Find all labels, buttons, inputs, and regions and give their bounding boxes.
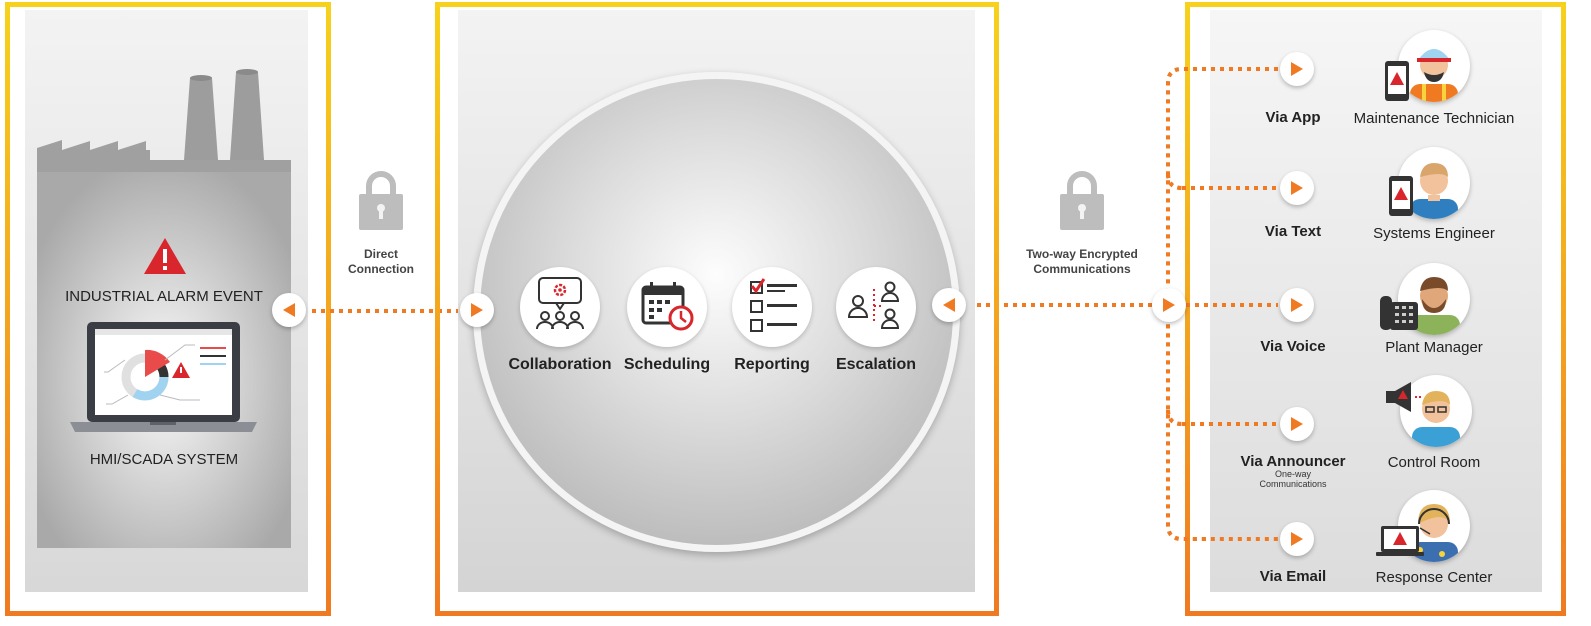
- maintenance-technician-avatar: [1398, 30, 1470, 102]
- checklist-icon: [750, 278, 797, 332]
- platform-right-node: [932, 288, 966, 322]
- scada-system-label: HMI/SCADA SYSTEM: [89, 451, 239, 468]
- feature-label-scheduling: Scheduling: [623, 356, 711, 373]
- channel-label-text: Via Text: [1264, 223, 1322, 240]
- arrow-right-icon: [1291, 532, 1303, 546]
- encrypted-lock-icon: [1060, 171, 1104, 230]
- role-label-control-room: Control Room: [1387, 454, 1481, 471]
- arrow-right-icon: [1291, 417, 1303, 431]
- encrypted-label-line1: Two-way Encrypted: [1026, 247, 1138, 261]
- alarm-event-label: INDUSTRIAL ALARM EVENT: [65, 288, 263, 305]
- feature-label-reporting: Reporting: [734, 356, 810, 373]
- role-label-response-center: Response Center: [1375, 569, 1493, 586]
- arrow-right-icon: [1291, 298, 1303, 312]
- control-room-avatar: [1400, 375, 1472, 447]
- arrow-left-icon: [283, 303, 295, 317]
- phone-alert-icon: [1385, 61, 1409, 101]
- hub-node: [1152, 288, 1186, 322]
- arrow-right-icon: [1291, 62, 1303, 76]
- channel-label-voice: Via Voice: [1260, 338, 1326, 355]
- role-label-maintenance-technician: Maintenance Technician: [1353, 110, 1515, 127]
- announcer-note-line1: One-way: [1274, 469, 1311, 479]
- platform-left-node: [460, 293, 494, 327]
- channel-node-email: [1280, 522, 1314, 556]
- laptop-alert-icon: [1376, 526, 1424, 556]
- channel-node-announcer: [1280, 407, 1314, 441]
- escalation-icon: [847, 281, 900, 329]
- arrow-right-icon: [1163, 298, 1175, 312]
- arrow-right-icon: [471, 303, 483, 317]
- feature-reporting: [732, 267, 812, 347]
- arrow-right-icon: [1291, 181, 1303, 195]
- role-label-plant-manager: Plant Manager: [1385, 339, 1483, 356]
- announcer-note-line2: Communications: [1259, 479, 1327, 489]
- lock-icon: [359, 171, 403, 230]
- plant-connection-node: [272, 293, 306, 327]
- channel-label-app: Via App: [1265, 109, 1321, 126]
- direct-connection-label-line2: Connection: [348, 262, 414, 276]
- encrypted-label-line2: Communications: [1033, 262, 1131, 276]
- channel-label-email: Via Email: [1259, 568, 1327, 585]
- response-center-avatar: [1398, 490, 1470, 562]
- feature-escalation: [836, 267, 916, 347]
- factory-illustration: [37, 69, 291, 548]
- channel-node-app: [1280, 52, 1314, 86]
- feature-label-escalation: Escalation: [835, 356, 917, 373]
- feature-collaboration: [520, 267, 600, 347]
- direct-connection-label-line1: Direct: [363, 247, 398, 261]
- channel-node-voice: [1280, 288, 1314, 322]
- phone-alert-icon: [1389, 176, 1413, 216]
- feature-label-collaboration: Collaboration: [508, 356, 612, 373]
- channel-label-announcer: Via Announcer: [1240, 453, 1346, 470]
- megaphone-icon: [1386, 382, 1422, 412]
- channel-node-text: [1280, 171, 1314, 205]
- feature-scheduling: [627, 267, 707, 347]
- collaboration-icon: [536, 277, 584, 330]
- desk-phone-icon: [1380, 296, 1418, 330]
- role-label-systems-engineer: Systems Engineer: [1373, 225, 1495, 242]
- arrow-left-icon: [943, 298, 955, 312]
- calendar-clock-icon: [641, 282, 694, 331]
- recipients-panel-background: [1210, 10, 1542, 592]
